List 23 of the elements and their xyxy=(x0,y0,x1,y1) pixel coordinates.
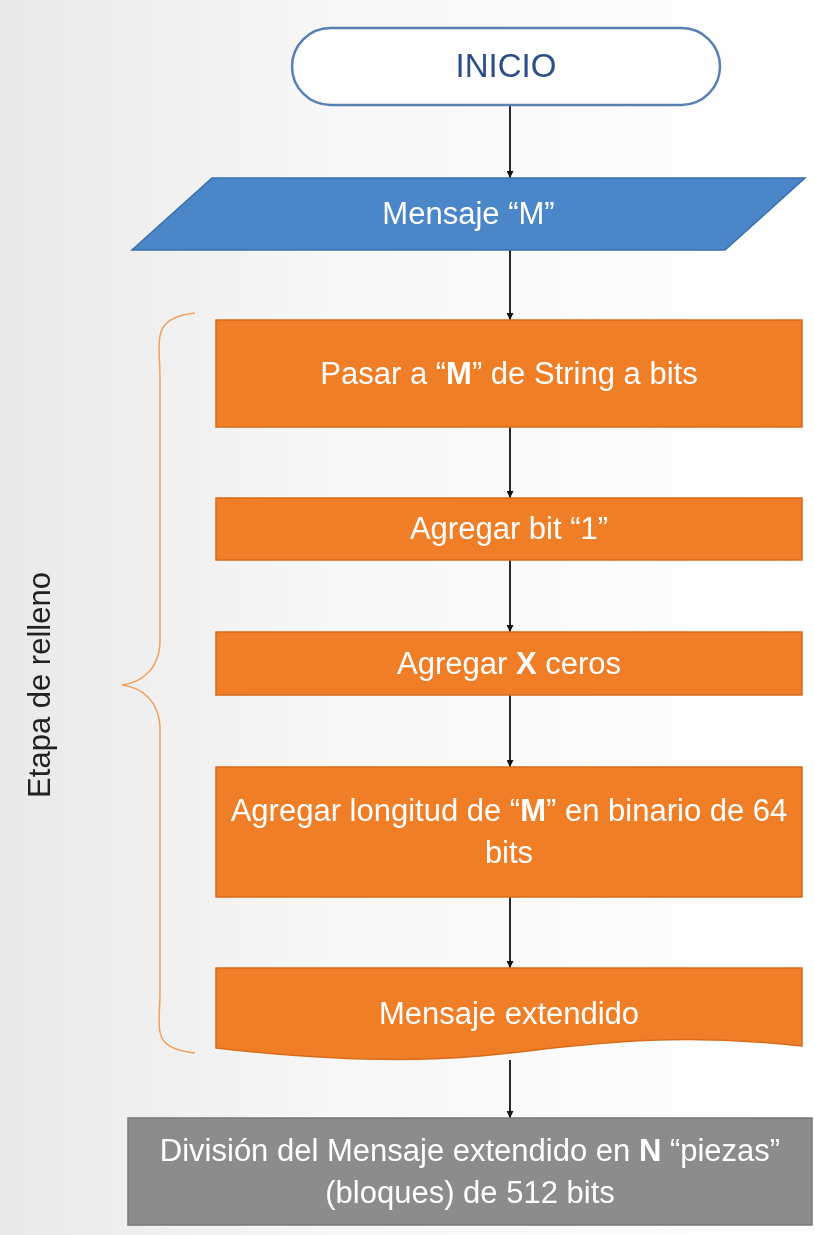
node-text: Mensaje “M” xyxy=(381,195,556,234)
arrow xyxy=(506,896,514,969)
input-parallelogram xyxy=(132,178,805,250)
node-text: Agregar X ceros xyxy=(396,644,622,683)
arrow xyxy=(506,559,514,633)
arrow xyxy=(506,249,514,321)
node-text: División del Mensaje extendido en N “piezas” (bloques) de 512 bits xyxy=(158,1131,782,1212)
process-box xyxy=(216,632,802,695)
node-text: Pasar a “M” de String a bits xyxy=(319,354,699,393)
arrow xyxy=(506,1059,514,1119)
terminal-pill xyxy=(292,28,720,105)
arrow xyxy=(506,694,514,768)
node-text: Agregar longitud de “M” en binario de 64 bits xyxy=(229,792,789,872)
node-text: Agregar bit “1” xyxy=(408,510,610,549)
process-box xyxy=(216,767,802,897)
node-text: INICIO xyxy=(454,46,558,87)
node-text: Mensaje extendido xyxy=(377,995,641,1034)
arrow xyxy=(506,426,514,499)
process-box xyxy=(216,320,802,427)
side-label: Etapa de relleno xyxy=(22,572,58,798)
process-box xyxy=(128,1118,812,1225)
process-box xyxy=(216,498,802,560)
document-shape xyxy=(216,968,802,1060)
